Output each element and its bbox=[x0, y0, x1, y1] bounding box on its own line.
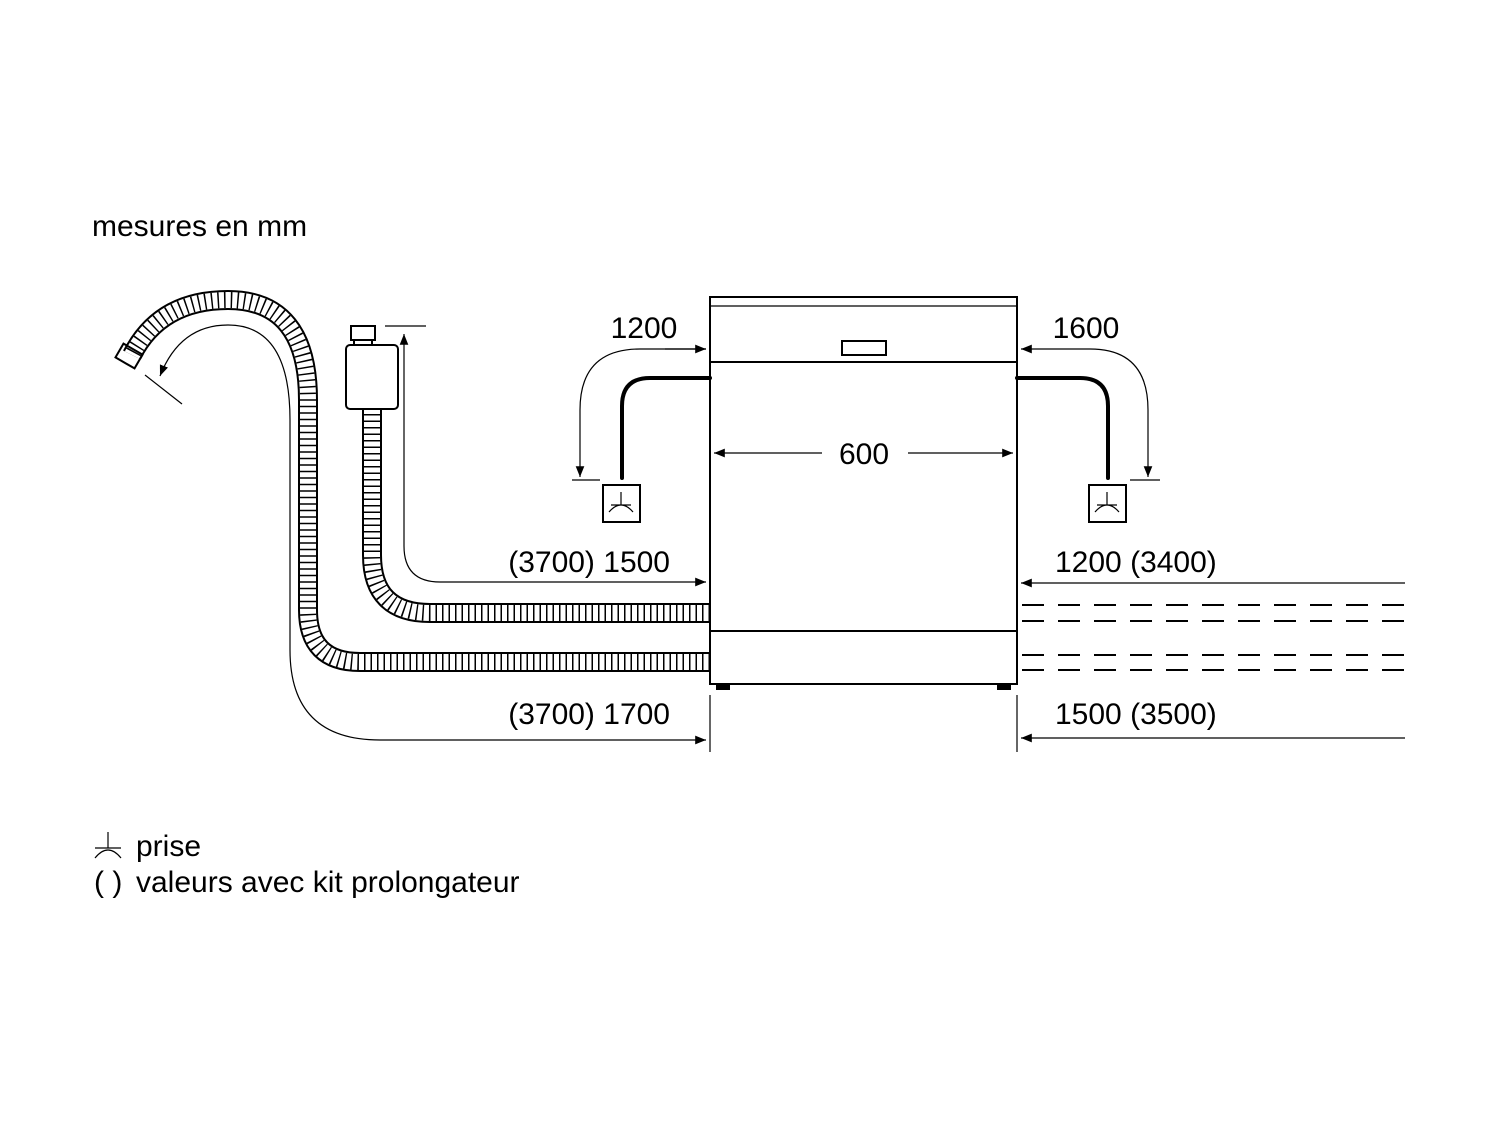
power-left-label: 1200 bbox=[611, 312, 678, 345]
width-label: 600 bbox=[839, 438, 889, 471]
power-cable-right: 1600 bbox=[1015, 312, 1160, 523]
legend-parens-label: valeurs avec kit prolongateur bbox=[136, 866, 520, 899]
dishwasher-body bbox=[709, 296, 1018, 685]
foot-left bbox=[716, 684, 730, 690]
drain-left-label: (3700) 1700 bbox=[508, 698, 670, 731]
inlet-hose: (3700) 1500 bbox=[345, 325, 710, 623]
width-dimension: 600 bbox=[714, 438, 1013, 471]
aquastop-valve bbox=[345, 344, 399, 410]
drain-hose-end bbox=[114, 342, 144, 370]
inlet-right-label: 1200 (3400) bbox=[1055, 546, 1217, 579]
legend-socket-label: prise bbox=[136, 830, 202, 863]
socket-icon bbox=[94, 832, 122, 859]
drain-hose: (3700) 1700 bbox=[114, 289, 710, 745]
power-cable-left: 1200 bbox=[572, 312, 712, 523]
inlet-left-label: (3700) 1500 bbox=[508, 546, 670, 579]
power-right-label: 1600 bbox=[1053, 312, 1120, 345]
cable-left bbox=[620, 376, 712, 480]
inlet-connector bbox=[350, 325, 376, 341]
cable-right bbox=[1015, 376, 1110, 480]
legend-parens-symbol: ( ) bbox=[94, 866, 123, 899]
units-note: mesures en mm bbox=[92, 210, 308, 243]
right-side-hoses: 1200 (3400) 1500 (3500) bbox=[1021, 546, 1405, 743]
foot-right bbox=[997, 684, 1011, 690]
socket-right bbox=[1088, 484, 1127, 523]
dishwasher bbox=[709, 296, 1018, 752]
display-window bbox=[841, 340, 887, 356]
drain-right-label: 1500 (3500) bbox=[1055, 698, 1217, 731]
